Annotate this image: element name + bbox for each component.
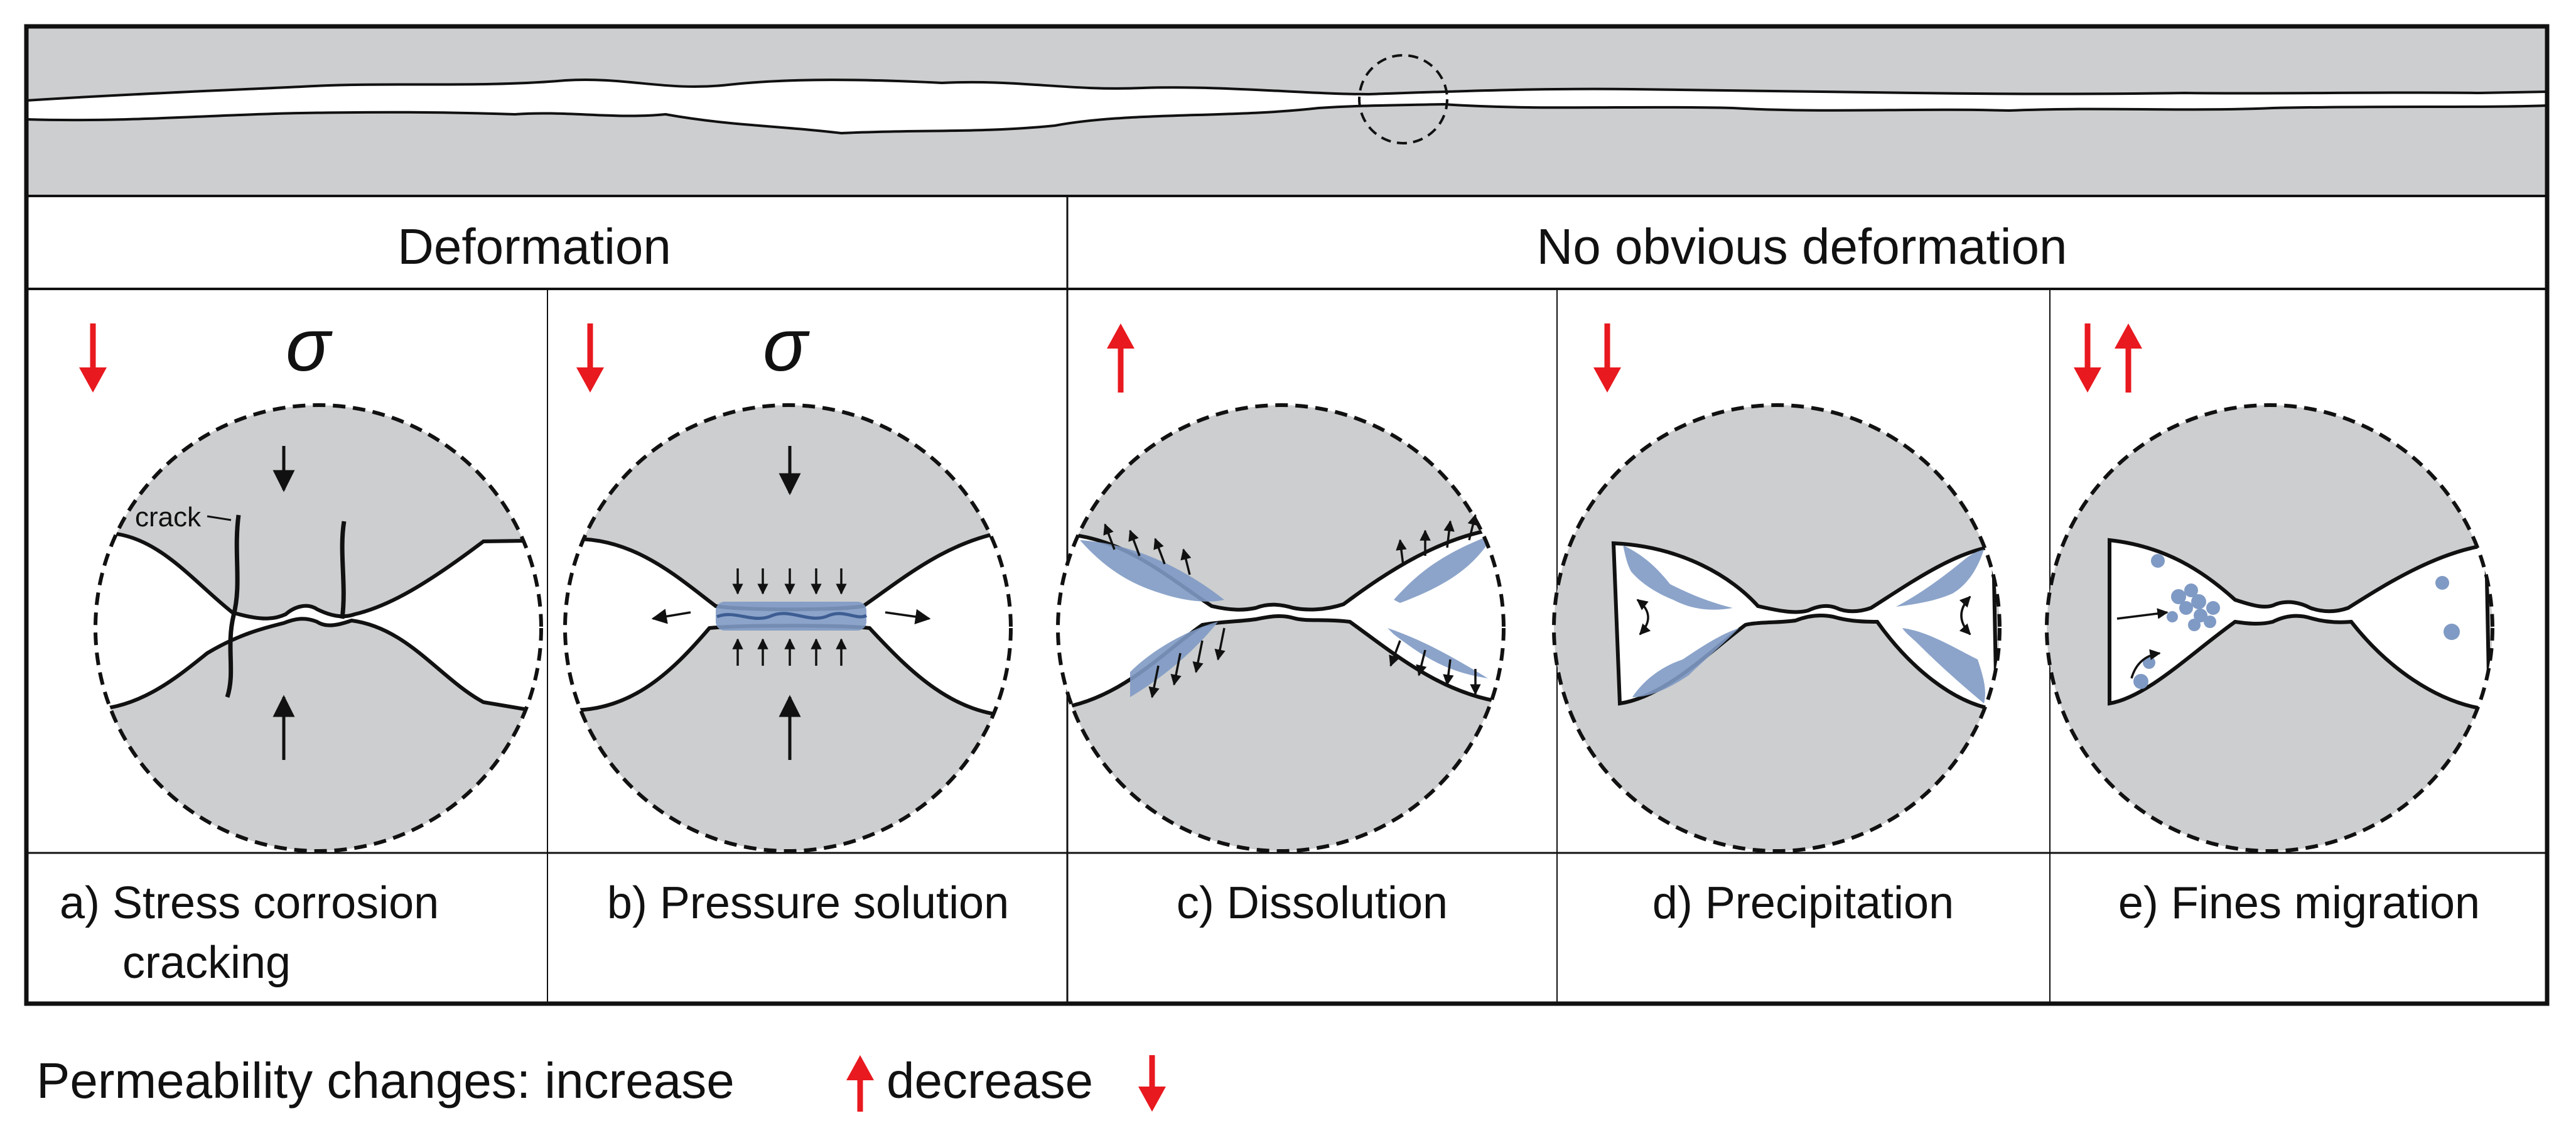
crack-line <box>340 521 347 619</box>
decrease-arrow-icon <box>1593 323 1621 393</box>
legend: Permeability changes: increase decrease <box>36 1053 1166 1112</box>
fracture-aperture <box>25 79 2548 135</box>
precipitate <box>1623 545 1733 610</box>
caption-b: b) Pressure solution <box>607 878 1009 928</box>
precipitate <box>1896 550 1984 607</box>
header-no-obvious-deformation: No obvious deformation <box>1537 219 2067 274</box>
caption-a-line1: a) Stress corrosion <box>60 878 439 928</box>
panel-e-fines-migration <box>2045 323 2494 853</box>
decrease-arrow-icon <box>2074 323 2101 393</box>
fracture-strip <box>25 26 2548 196</box>
increase-arrow-icon <box>846 1055 874 1112</box>
panel-d-precipitation <box>1552 323 2002 853</box>
caption-a-line2: cracking <box>122 938 291 988</box>
increase-arrow-icon <box>1107 323 1134 393</box>
decrease-arrow-icon <box>576 323 604 393</box>
fine-particles <box>2133 554 2460 689</box>
legend-prefix: Permeability changes: increase <box>36 1053 735 1109</box>
panel-b-pressure-solution: σ <box>563 304 1013 853</box>
dissolved-rim <box>1080 540 1224 602</box>
caption-e: e) Fines migration <box>2118 878 2480 928</box>
dissolved-rim <box>1388 628 1488 678</box>
dissolution-zone <box>716 602 866 631</box>
caption-c: c) Dissolution <box>1177 878 1448 928</box>
header-deformation: Deformation <box>397 219 671 274</box>
crack-label: crack <box>135 502 202 533</box>
legend-decrease: decrease <box>887 1053 1093 1109</box>
dissolved-rim <box>1130 622 1218 697</box>
dissolved-rim <box>1394 534 1494 603</box>
crack-line <box>225 514 241 698</box>
panel-c-dissolution <box>1056 323 1506 853</box>
zoom-circle <box>1358 54 1448 144</box>
precipitate <box>1632 628 1739 697</box>
precipitate <box>1902 628 1985 703</box>
increase-arrow-icon <box>2115 323 2142 393</box>
sigma-symbol: σ <box>763 304 810 387</box>
panel-a-stress-corrosion-cracking: σ crack <box>79 304 543 853</box>
sigma-symbol: σ <box>286 304 333 387</box>
decrease-arrow-icon <box>79 323 107 393</box>
decrease-arrow-icon <box>1138 1055 1166 1112</box>
caption-d: d) Precipitation <box>1652 878 1954 928</box>
